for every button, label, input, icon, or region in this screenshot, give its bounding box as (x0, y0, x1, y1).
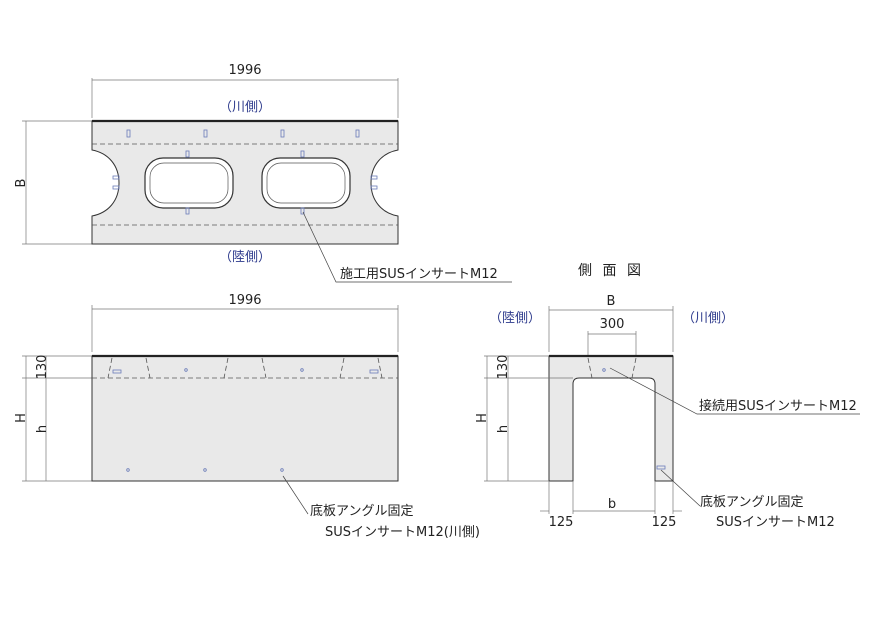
top-opening-left (144, 157, 234, 209)
side-height-dimension: H (475, 413, 490, 423)
top-length-dimension: 1996 (228, 63, 261, 78)
side-joint-insert (602, 368, 606, 372)
top-inserts (112, 129, 378, 215)
top-insert-leader (302, 211, 512, 283)
side-joint-leader (609, 367, 860, 415)
top-view-block (91, 120, 399, 245)
side-wall-right-dimension: 125 (652, 515, 677, 530)
side-view: 側 面 図 B （陸側） （川側） 300 H 130 h (475, 263, 860, 530)
side-view-section (548, 355, 674, 482)
top-river-side-label: （川側） (219, 100, 271, 115)
top-opening-right (261, 157, 351, 209)
side-note-line2: SUSインサートM12 (716, 515, 835, 530)
side-gap-dimension: 300 (600, 317, 625, 332)
side-bottom-leader (660, 469, 701, 507)
front-top-dimension: 130 (35, 355, 50, 380)
side-width-dimension: B (607, 294, 616, 309)
side-slot-right (631, 357, 637, 379)
front-height-dimension: H (14, 413, 29, 423)
front-inner-height-dimension: h (35, 425, 50, 433)
front-view-block (91, 355, 399, 482)
side-view-title: 側 面 図 (578, 263, 644, 279)
side-wall-left-dimension: 125 (549, 515, 574, 530)
side-river-side-label: （川側） (682, 311, 734, 326)
side-note-line1: 底板アングル固定 (700, 494, 803, 510)
front-length-dimension: 1996 (228, 293, 261, 308)
front-view: 1996 H 130 h (14, 293, 480, 540)
side-bottom-insert (656, 465, 666, 470)
front-note-line1: 底板アングル固定 (310, 503, 413, 519)
side-inner-height-dimension: h (496, 425, 511, 433)
top-insert-note: 施工用SUSインサートM12 (340, 267, 498, 282)
side-top-dimension: 130 (496, 355, 511, 380)
front-insert-leader (282, 475, 309, 515)
side-land-side-label: （陸側） (489, 310, 541, 326)
front-bottom-inserts (126, 468, 284, 472)
side-joint-note: 接続用SUSインサートM12 (699, 398, 857, 414)
side-bottom-dimension: b (608, 497, 616, 512)
side-slot-left (587, 357, 593, 379)
front-joint-slots (107, 357, 383, 379)
top-width-dimension: B (14, 179, 29, 188)
front-note-line2: SUSインサートM12(川側) (325, 525, 480, 540)
top-view: 1996 B （川側） (14, 63, 512, 283)
top-land-side-label: （陸側） (219, 249, 271, 265)
